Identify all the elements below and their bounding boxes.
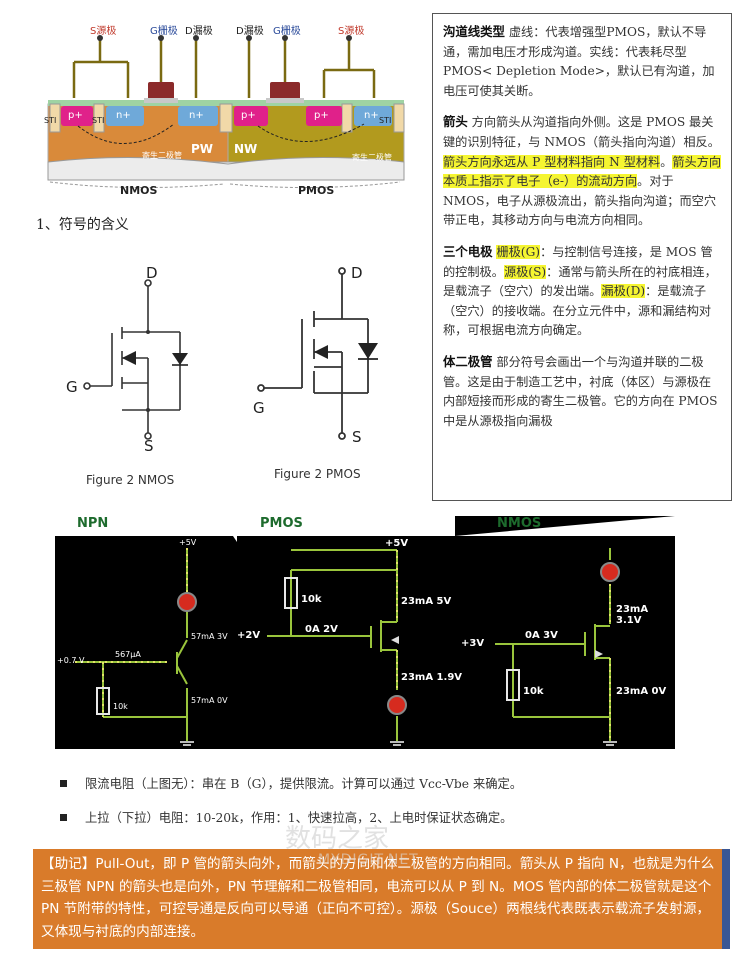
npn-ic: 57mA 3V	[191, 632, 228, 641]
region-p-plus: p+	[314, 110, 329, 121]
sti-label: STI	[92, 116, 105, 125]
note-channel: 沟道线类型 虚线：代表增强型PMOS，默认不导通，需加电压才形成沟道。实线：代表…	[443, 22, 723, 101]
parasitic-diode-label-n: 寄生二极管	[142, 151, 182, 160]
section-heading: 1、符号的含义	[36, 217, 129, 233]
npn-vcc: +5V	[179, 538, 197, 547]
nmos-top-reading: 23mA 3.1V	[616, 604, 649, 626]
parasitic-diode-label-p: 寄生二极管	[352, 153, 392, 162]
nmos-figure-caption: Figure 2 NMOS	[86, 473, 175, 487]
pmos-resistor: 10k	[301, 594, 322, 605]
label-source-p: S源极	[338, 26, 365, 37]
bullet-item: 限流电阻（上图无）：串在 B（G），提供限流。计算可以通过 Vcc-Vbe 来确…	[60, 774, 522, 792]
highlight: 漏极(D)	[601, 284, 646, 299]
nmos-vin: +3V	[461, 638, 485, 649]
region-p-plus: p+	[68, 110, 83, 121]
mos-cross-section: S源极 G栅极 D漏极 D漏极 G栅极 S源极 p+ n+ n+ p+ p+ n…	[44, 12, 406, 200]
label-gate-n: G栅极	[150, 26, 178, 37]
note-electrodes: 三个电极 栅极(G)：与控制信号连接，是 MOS 管的控制极。源极(S)：通常与…	[443, 242, 723, 341]
note-text: 方向箭头从沟道指向外侧。这是 PMOS 最关键的识别特征，与 NMOS（箭头指向…	[443, 115, 720, 149]
npn-ib: 567μA	[115, 650, 141, 659]
region-n-plus: n+	[364, 110, 379, 121]
nmos-drain-label: D	[146, 264, 158, 282]
pmos-drain-label: D	[351, 264, 363, 282]
region-n-plus: n+	[189, 110, 204, 121]
nmos-circuit-title: NMOS	[497, 516, 542, 531]
pmos-gate-label: G	[253, 399, 265, 417]
label-gate-p: G栅极	[273, 26, 301, 37]
bullet-text: 限流电阻（上图无）：串在 B（G），提供限流。计算可以通过 Vcc-Vbe 来确…	[85, 777, 523, 791]
highlight: 栅极(G)	[496, 244, 541, 259]
pmos-arrow	[314, 345, 328, 359]
nmos-bottom-reading: 23mA 0V	[616, 686, 667, 697]
pmos-vin: +2V	[237, 630, 261, 641]
bullet-square-icon	[60, 780, 67, 787]
explanation-box: 沟道线类型 虚线：代表增强型PMOS，默认不导通，需加电压才形成沟道。实线：代表…	[432, 13, 732, 501]
watermark-text: 数码之家	[285, 824, 390, 854]
pw-label: PW	[191, 142, 214, 156]
mnemonic-note: 【助记】Pull-Out，即 P 管的箭头向外，而箭头的方向和体二极管的方向相同…	[33, 849, 728, 949]
highlight: 箭头方向永远从 P 型材料指向 N 型材料	[443, 154, 661, 169]
nmos-gate-label: G	[66, 378, 78, 396]
note-text: 部分符号会画出一个与沟道并联的二极管。这是由于制造工艺中，衬底（体区）与源极在内…	[443, 354, 718, 428]
nmos-resistor: 10k	[523, 686, 544, 697]
label-source-n: S源极	[90, 26, 117, 37]
pmos-source-label: S	[352, 428, 362, 446]
pmos-label: PMOS	[298, 184, 335, 197]
nmos-arrow	[122, 351, 136, 365]
pmos-gate: 0A 2V	[305, 624, 338, 635]
pmos-figure-caption: Figure 2 PMOS	[274, 467, 361, 481]
cross-section-drawing	[47, 35, 405, 189]
note-title-arrow: 箭头	[443, 114, 468, 130]
label-drain-p: D漏极	[236, 26, 264, 37]
note-body-diode: 体二极管 部分符号会画出一个与沟道并联的二极管。这是由于制造工艺中，衬底（体区）…	[443, 352, 723, 431]
pmos-vcc: +5V	[385, 538, 409, 549]
region-n-plus: n+	[116, 110, 131, 121]
circuit-drawing	[55, 512, 675, 746]
bullet-text: 上拉（下拉）电阻：10-20k，作用：1、快速拉高，2、上电时保证状态确定。	[85, 811, 513, 825]
bullet-square-icon	[60, 814, 67, 821]
pmos-bottom-reading: 23mA 1.9V	[401, 672, 463, 683]
npn-vin: +0.7 V	[57, 656, 85, 665]
note-text-channel: 虚线：代表增强型PMOS，默认不导通，需加电压才形成沟道。实线：代表耗尽型 PM…	[443, 25, 715, 98]
pmos-circuit-title: PMOS	[260, 516, 303, 531]
nmos-gate: 0A 3V	[525, 630, 558, 641]
note-title-diode: 体二极管	[443, 353, 493, 369]
label-drain-n: D漏极	[185, 26, 213, 37]
mnemonic-side-bar	[722, 849, 730, 949]
note-text: ：通常与箭头所在的衬底相连，是载流子（空穴）的发出端。	[443, 264, 717, 299]
pmos-top-reading: 23mA 5V	[401, 596, 452, 607]
pmos-symbol	[257, 267, 369, 440]
bullet-item: 上拉（下拉）电阻：10-20k，作用：1、快速拉高，2、上电时保证状态确定。	[60, 808, 512, 826]
nw-label: NW	[234, 142, 258, 156]
mos-symbols: D G S D G S Figure 2 NMOS Figure 2 PMOS	[60, 255, 420, 490]
nmos-source-label: S	[144, 437, 154, 455]
note-text: ：是载流子（空穴）的接收端。在分立元件中，源和漏结构对称，可根据电流方向确定。	[443, 284, 712, 338]
note-title-electrodes: 三个电极	[443, 243, 493, 259]
npn-ie: 57mA 0V	[191, 696, 228, 705]
region-p-plus: p+	[241, 110, 256, 121]
npn-title: NPN	[77, 516, 109, 531]
highlight: 源极(S)	[503, 264, 547, 279]
sti-label: STI	[379, 116, 392, 125]
nmos-diode	[172, 353, 188, 365]
circuit-simulation: NPN PMOS NMOS +5V +0.7 V 567μA 10k 57mA …	[55, 512, 675, 749]
note-text: 。对于 NMOS，电子从源极流出，箭头指向沟道；而空穴带正电，其移动方向与电流方…	[443, 174, 717, 228]
note-text: 。	[660, 154, 673, 169]
symbols-drawing	[83, 267, 378, 440]
note-arrow: 箭头 方向箭头从沟道指向外侧。这是 PMOS 最关键的识别特征，与 NMOS（箭…	[443, 112, 723, 231]
sti-label: STI	[44, 116, 57, 125]
watermark-url: MYDIGIT.NET	[318, 852, 419, 868]
note-title-channel: 沟道线类型	[443, 24, 505, 39]
pmos-diode	[358, 343, 378, 359]
nmos-label: NMOS	[120, 184, 158, 197]
note-text: ：与控制信号连接，是 MOS 管的控制极。	[443, 244, 713, 279]
npn-resistor: 10k	[113, 702, 128, 711]
